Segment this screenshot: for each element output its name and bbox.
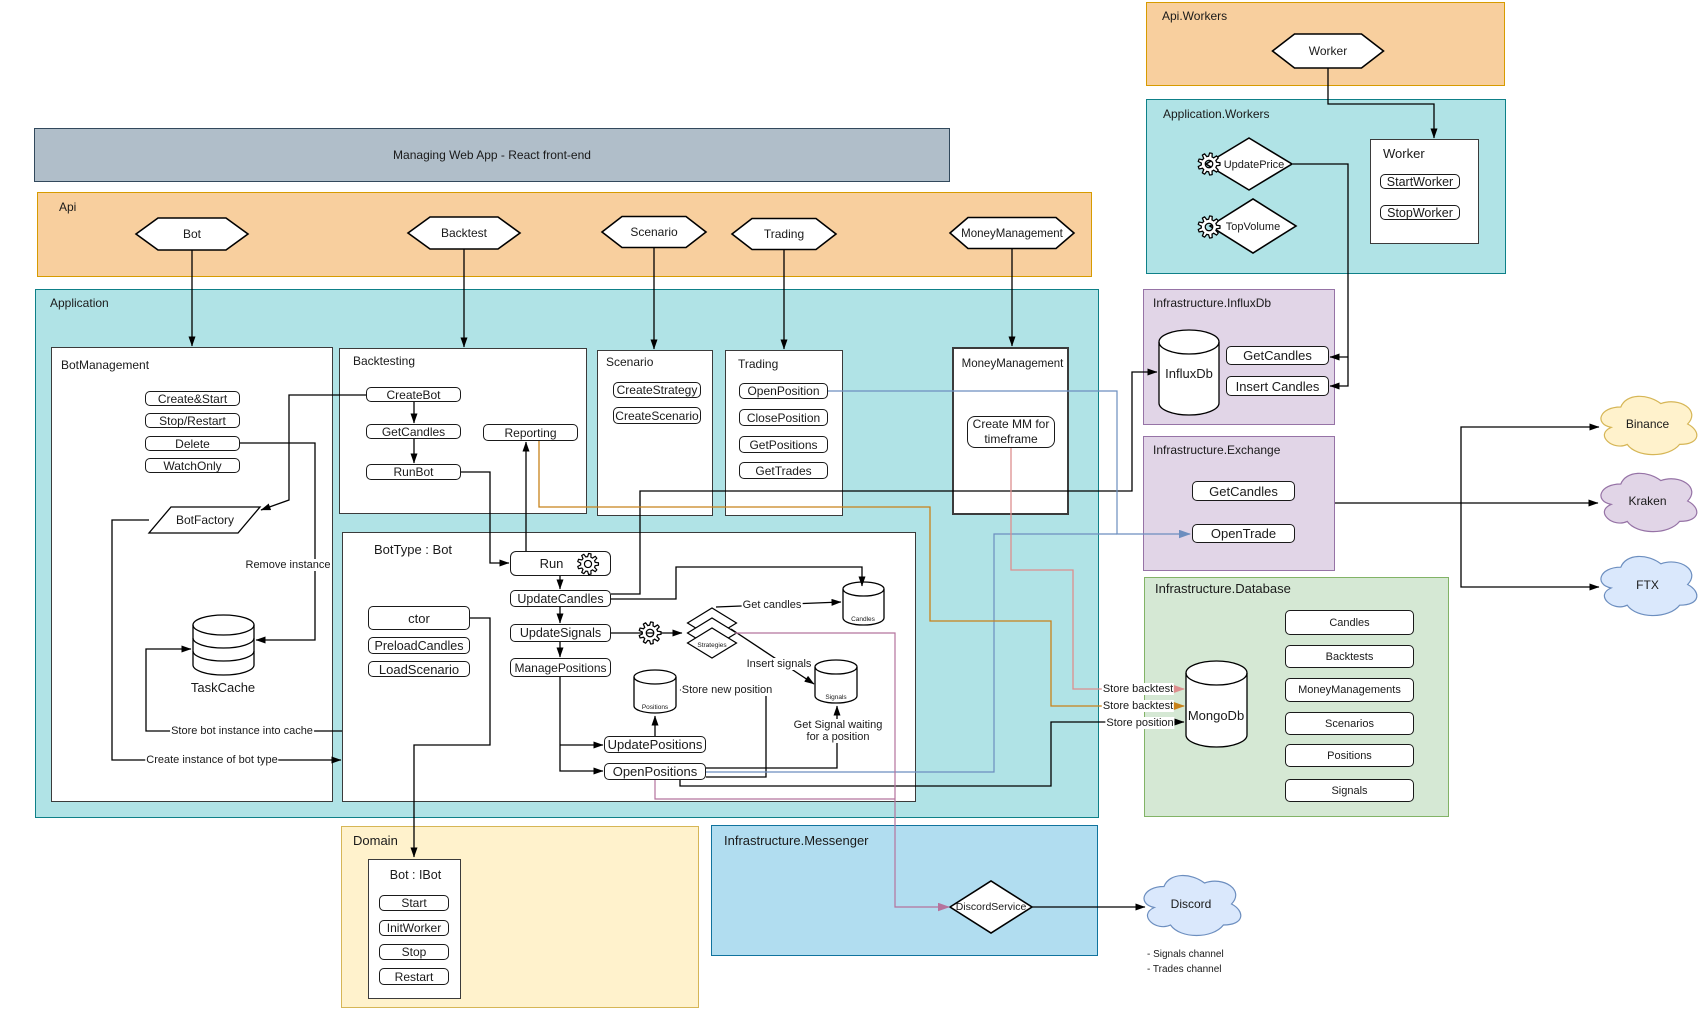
svg-text:Binance: Binance [1626,417,1670,431]
svg-text:Kraken: Kraken [1628,494,1666,508]
svg-text:FTX: FTX [1636,578,1659,592]
svg-text:Discord: Discord [1171,897,1212,911]
